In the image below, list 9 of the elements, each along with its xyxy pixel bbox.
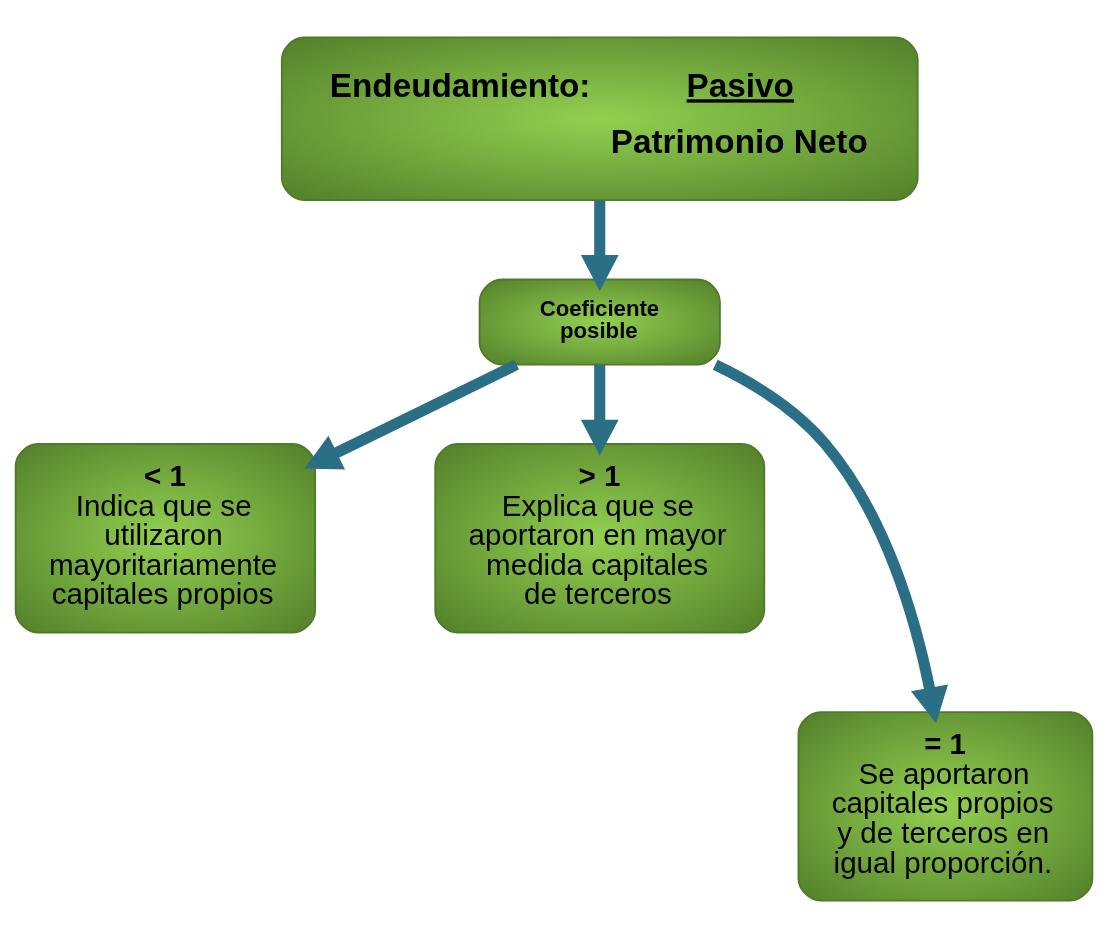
arrow	[580, 364, 619, 456]
node-box: Endeudamiento: Pasivo Patrimonio Neto	[280, 36, 919, 201]
node-box: Coeficiente posible	[478, 278, 721, 366]
node-box: = 1 Se aportaron capitales propios y de terceros en igual proporción.	[797, 711, 1094, 902]
arrow	[580, 200, 619, 291]
arrow	[304, 359, 519, 470]
arrow	[712, 359, 949, 724]
node-box: > 1 Explica que se aportaron en mayor medida capitales de terceros	[434, 443, 766, 634]
node-box: < 1 Indica que se utilizaron mayoritariamente capitales propios	[14, 443, 316, 634]
